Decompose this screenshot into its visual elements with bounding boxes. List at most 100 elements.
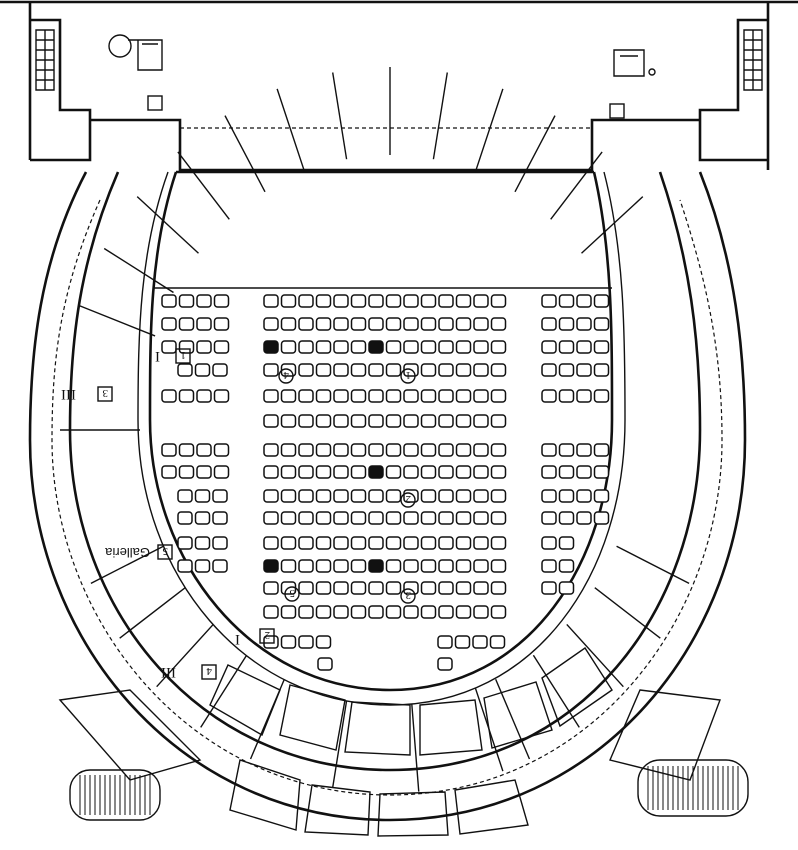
seat bbox=[315, 489, 332, 503]
seat bbox=[541, 465, 557, 479]
seat bbox=[541, 340, 557, 354]
seat bbox=[280, 635, 297, 649]
section-number-1: 1 bbox=[181, 349, 187, 361]
seat bbox=[558, 317, 575, 331]
seat bbox=[558, 443, 575, 457]
seat bbox=[455, 511, 472, 525]
seat bbox=[350, 294, 367, 308]
seat bbox=[333, 511, 349, 525]
seat bbox=[490, 294, 507, 308]
seat bbox=[350, 340, 367, 354]
seat bbox=[455, 581, 472, 595]
seat bbox=[403, 559, 419, 573]
seat bbox=[280, 559, 297, 573]
seat bbox=[403, 465, 419, 479]
seat bbox=[438, 389, 454, 403]
seat bbox=[490, 414, 507, 428]
seat bbox=[280, 294, 297, 308]
seat bbox=[385, 294, 402, 308]
seat bbox=[558, 489, 575, 503]
seat bbox=[490, 363, 507, 377]
box-partitions bbox=[60, 67, 690, 792]
section-number-3: 3 bbox=[102, 387, 108, 399]
seat bbox=[213, 465, 230, 479]
seat bbox=[315, 340, 332, 354]
seat bbox=[196, 294, 212, 308]
seat-highlighted bbox=[263, 340, 279, 354]
seat bbox=[438, 363, 454, 377]
seat bbox=[161, 443, 177, 457]
seat bbox=[420, 581, 437, 595]
seat bbox=[541, 363, 557, 377]
seat bbox=[420, 363, 437, 377]
seat bbox=[263, 363, 279, 377]
seat bbox=[368, 536, 384, 550]
seat bbox=[315, 559, 332, 573]
seat bbox=[541, 489, 557, 503]
seat bbox=[455, 559, 472, 573]
seat bbox=[385, 414, 402, 428]
seat bbox=[280, 317, 297, 331]
seat bbox=[558, 536, 575, 550]
seat bbox=[333, 559, 349, 573]
marker-5: 5 bbox=[289, 587, 295, 599]
seat bbox=[298, 536, 314, 550]
seat bbox=[178, 294, 195, 308]
seat bbox=[490, 340, 507, 354]
seat bbox=[455, 489, 472, 503]
seat bbox=[438, 317, 454, 331]
seat bbox=[593, 294, 610, 308]
seat bbox=[420, 536, 437, 550]
seat bbox=[315, 363, 332, 377]
seat bbox=[385, 489, 402, 503]
seat bbox=[350, 465, 367, 479]
seat bbox=[576, 363, 592, 377]
seat-highlighted bbox=[368, 465, 384, 479]
seat bbox=[593, 340, 610, 354]
seat bbox=[558, 559, 575, 573]
seat bbox=[298, 340, 314, 354]
seat bbox=[576, 389, 592, 403]
seat bbox=[576, 511, 592, 525]
seat bbox=[212, 489, 228, 503]
seat bbox=[315, 414, 332, 428]
seat bbox=[333, 605, 349, 619]
seat bbox=[298, 581, 314, 595]
seat bbox=[263, 389, 279, 403]
seat-highlighted bbox=[263, 559, 279, 573]
seat bbox=[368, 317, 384, 331]
seat bbox=[368, 511, 384, 525]
seat bbox=[263, 605, 279, 619]
seat bbox=[473, 414, 489, 428]
seat bbox=[161, 465, 177, 479]
seat bbox=[333, 294, 349, 308]
seat bbox=[263, 489, 279, 503]
seat bbox=[212, 536, 228, 550]
seat bbox=[541, 511, 557, 525]
seat bbox=[593, 489, 610, 503]
seat bbox=[438, 536, 454, 550]
seat bbox=[194, 363, 211, 377]
seat bbox=[438, 605, 454, 619]
seat bbox=[558, 465, 575, 479]
seat bbox=[403, 294, 419, 308]
seat bbox=[213, 317, 230, 331]
seat bbox=[213, 294, 230, 308]
seat bbox=[403, 536, 419, 550]
seat bbox=[315, 605, 332, 619]
seat bbox=[368, 294, 384, 308]
seat bbox=[420, 443, 437, 457]
seat bbox=[350, 605, 367, 619]
seat bbox=[473, 605, 489, 619]
seat bbox=[438, 340, 454, 354]
seat bbox=[280, 511, 297, 525]
seat bbox=[558, 340, 575, 354]
seat bbox=[333, 536, 349, 550]
seat bbox=[315, 443, 332, 457]
seat bbox=[350, 363, 367, 377]
seat bbox=[298, 414, 314, 428]
seat bbox=[333, 389, 349, 403]
seat bbox=[541, 443, 557, 457]
seat bbox=[178, 465, 195, 479]
